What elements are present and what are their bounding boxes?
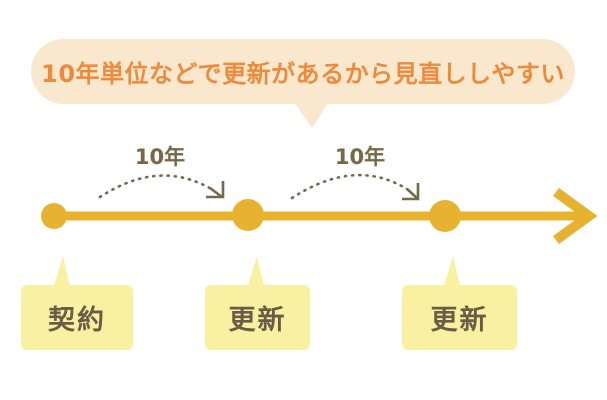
event-box-renewal-1: 更新	[205, 256, 310, 350]
interval-arc-1-arrowhead-icon	[206, 181, 225, 199]
event-box-tail	[444, 256, 460, 286]
interval-arc-1	[98, 174, 215, 199]
timeline-arrowhead-icon	[553, 187, 598, 245]
event-box-tail	[54, 256, 70, 286]
timeline-dot-contract	[41, 203, 67, 229]
callout-text: 10年単位などで更新があるから見直ししやすい	[41, 60, 565, 88]
callout-bubble: 10年単位などで更新があるから見直ししやすい	[31, 39, 575, 104]
event-label: 更新	[228, 305, 287, 336]
interval-label-2: 10年	[334, 145, 386, 169]
callout-bubble-tail	[294, 102, 329, 128]
interval-arc-2-tip	[406, 188, 418, 199]
event-box-renewal-2: 更新	[402, 256, 517, 350]
interval-arc-2-arrowhead-icon	[402, 183, 420, 201]
event-box-tail	[248, 256, 264, 286]
interval-arc-1-tip	[209, 186, 223, 199]
event-label: 更新	[430, 305, 489, 336]
interval-label-1: 10年	[134, 145, 186, 169]
timeline-dot-renewal-1	[232, 199, 264, 231]
interval-arc-2	[290, 173, 412, 200]
event-box-contract: 契約	[21, 256, 133, 350]
event-label: 契約	[48, 305, 106, 336]
timeline-dot-renewal-2	[429, 200, 461, 232]
